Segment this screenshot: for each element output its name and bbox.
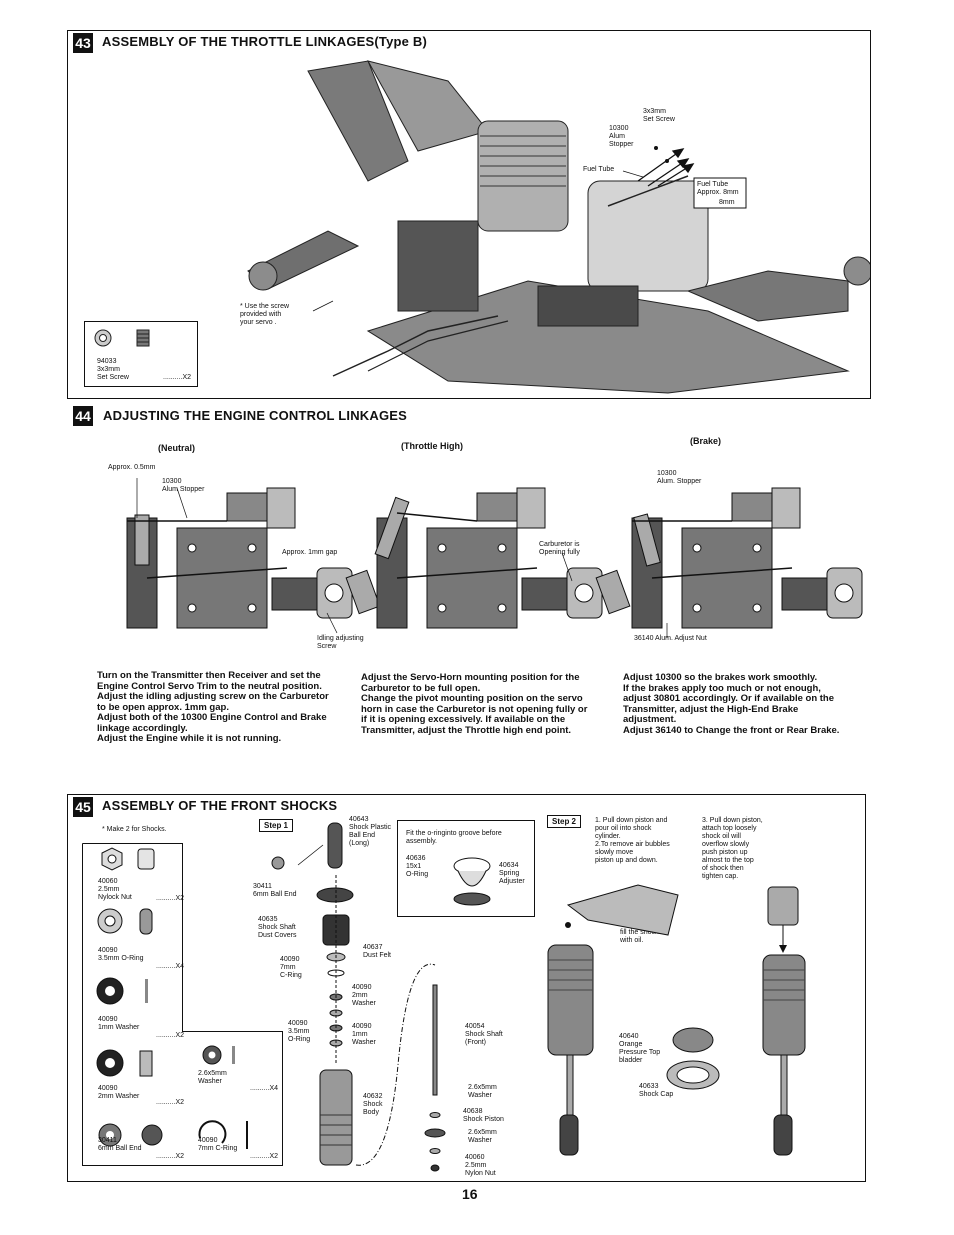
paragraph-brake-line: Transmitter, adjust the High-End Brake <box>623 703 799 715</box>
paragraph-brake: Adjust 10300 so the brakes work smoothly… <box>623 672 840 736</box>
paragraph-brake-line: If the brakes apply too much or not enou… <box>623 682 821 694</box>
section-43: 43 ASSEMBLY OF THE THROTTLE LINKAGES(Typ… <box>67 30 871 399</box>
parts-box-code: 94033 3x3mm Set Screw <box>97 358 129 381</box>
caption-neutral: (Neutral) <box>158 443 196 453</box>
part-ball-end-qty: ..........X2 <box>156 1153 185 1160</box>
step-2-label: Step 2 <box>547 815 582 828</box>
section-44-number: 44 <box>73 406 93 426</box>
page-number: 16 <box>462 1186 478 1202</box>
step-2-note-1: 1. Pull down piston and pour oil into sh… <box>595 817 670 864</box>
paragraph-brake-line: adjust 30801 accordingly. Or if availabl… <box>623 693 835 704</box>
paragraph-brake-line: Adjust 10300 so the brakes work smoothly… <box>623 672 818 683</box>
part-26-washer: 2.6x5mm Washer <box>198 1070 227 1085</box>
label-fuel-tube: Fuel Tube <box>583 166 615 173</box>
paragraph-neutral-line: linkage accordingly. <box>97 722 188 734</box>
paragraph-throttle-line: Carburetor to be full open. <box>361 682 481 694</box>
label-adjust-nut: 36140 Alum. Adjust Nut <box>634 635 707 642</box>
label-fuel-tube-length: Fuel Tube Approx. 8mm <box>697 181 739 196</box>
paragraph-throttle-line: horn in case the Carburetor is not openi… <box>361 703 588 715</box>
caption-brake: (Brake) <box>690 436 722 446</box>
asm-ball-end-long: 40643 Shock Plastic Ball End (Long) <box>349 816 392 847</box>
part-c-ring: 40090 7mm C-Ring <box>198 1137 238 1152</box>
part-26-washer-qty: ..........X4 <box>250 1085 279 1092</box>
label-stopper-brake: 10300 Alum. Stopper <box>657 470 702 485</box>
part-o-ring-qty: ..........X4 <box>156 963 185 970</box>
asm-26-washer-b: 2.6x5mm Washer <box>468 1129 497 1144</box>
asm-shock-shaft: 40054 Shock Shaft (Front) <box>465 1023 503 1046</box>
part-nylock-nut: 40060 2.5mm Nylock Nut <box>98 878 132 901</box>
asm-dust-cover: 40635 Shock Shaft Dust Covers <box>258 916 297 939</box>
asm-shock-piston: 40638 Shock Piston <box>463 1108 504 1123</box>
step-2-bladder: 40640 Orange Pressure Top bladder <box>619 1033 661 1064</box>
part-2mm-washer: 40090 2mm Washer <box>98 1085 140 1100</box>
caption-throttle-high: (Throttle High) <box>401 441 463 451</box>
nut-icon <box>94 329 150 347</box>
parts-box-outline <box>82 843 283 1166</box>
asm-2mm-washer: 40090 2mm Washer <box>352 984 376 1007</box>
part-c-ring-qty: ..........X2 <box>250 1153 279 1160</box>
section-43-number: 43 <box>73 33 93 53</box>
part-1mm-washer: 40090 1mm Washer <box>98 1016 140 1031</box>
asm-dust-felt: 40637 Dust Felt <box>363 944 392 959</box>
section-45: 45 ASSEMBLY OF THE FRONT SHOCKS * Make 2… <box>67 794 866 1182</box>
paragraph-neutral-line: Engine Control Servo Trim to the neutral… <box>97 680 322 692</box>
step-2-cap: 40633 Shock Cap <box>639 1083 674 1098</box>
step-1-label: Step 1 <box>259 819 294 832</box>
label-8mm: 8mm <box>719 199 735 206</box>
fit-o-ring: 40636 15x1 O-Ring <box>406 855 429 878</box>
engine-control-illustrations <box>126 478 863 638</box>
section-44-title: ADJUSTING THE ENGINE CONTROL LINKAGES <box>103 408 408 423</box>
part-1mm-washer-qty: ..........X2 <box>156 1032 185 1039</box>
paragraph-neutral-line: to be open approx. 1mm gap. <box>97 701 229 713</box>
part-2mm-washer-qty: ..........X2 <box>156 1099 185 1106</box>
label-idle-screw: Idling adjusting Screw <box>317 635 364 650</box>
paragraph-brake-line: Adjust 36140 to Change the front or Rear… <box>623 724 840 736</box>
label-approx-05: Approx. 0.5mm <box>108 464 156 471</box>
make-2-note: * Make 2 for Shocks. <box>102 826 167 833</box>
paragraph-throttle: Adjust the Servo-Horn mounting position … <box>361 672 588 736</box>
paragraph-brake-line: adjustment. <box>623 714 677 725</box>
section-43-title: ASSEMBLY OF THE THROTTLE LINKAGES(Type B… <box>102 34 428 49</box>
label-carb-open: Carburetor is Opening fully <box>539 541 580 556</box>
fit-o-ring-box: Fit the o-ringinto groove before assembl… <box>397 820 535 917</box>
paragraph-throttle-line: Adjust the Servo-Horn mounting position … <box>361 672 580 683</box>
paragraph-neutral: Turn on the Transmitter then Receiver an… <box>97 670 329 745</box>
asm-shock-body: 40632 Shock Body <box>363 1093 383 1116</box>
throttle-linkage-illustration <box>247 60 870 394</box>
section-43-parts-box: 94033 3x3mm Set Screw ..........X2 <box>84 321 198 387</box>
asm-26-washer-a: 2.6x5mm Washer <box>468 1084 497 1099</box>
spring-adjuster-icon <box>453 857 491 906</box>
fit-spring-adjuster: 40634 Spring Adjuster <box>499 862 525 885</box>
label-alum-stopper: 10300 Alum Stopper <box>609 125 634 148</box>
label-set-screw: 3x3mm Set Screw <box>643 108 675 123</box>
label-approx-1mm: Approx. 1mm gap <box>282 549 338 556</box>
label-stopper-neutral: 10300 Alum Stopper <box>162 478 205 493</box>
paragraph-throttle-line: Change the pivot mounting position on th… <box>361 693 583 704</box>
label-use-screw: * Use the screw provided with your servo… <box>240 303 290 326</box>
asm-ball-end: 30411 6mm Ball End <box>253 883 297 898</box>
paragraph-neutral-line: Turn on the Transmitter then Receiver an… <box>97 670 321 681</box>
asm-nylon-nut: 40060 2.5mm Nylon Nut <box>465 1154 496 1177</box>
paragraph-neutral-line: Adjust the Engine while it is not runnin… <box>97 733 282 744</box>
asm-1mm-washer: 40090 1mm Washer <box>352 1023 376 1046</box>
part-o-ring: 40090 3.5mm O-Ring <box>98 947 144 962</box>
paragraph-throttle-line: if it is opening excessively. If availab… <box>361 714 566 725</box>
paragraph-neutral-line: Adjust the idling adjusting screw on the… <box>97 691 329 702</box>
section-45-number: 45 <box>73 797 93 817</box>
paragraph-neutral-line: Adjust both of the 10300 Engine Control … <box>97 712 327 723</box>
part-nylock-qty: ..........X2 <box>156 895 185 902</box>
step-2-fill: fill the shocks with oil. <box>620 929 663 944</box>
parts-box-qty: ..........X2 <box>163 374 192 381</box>
section-45-title: ASSEMBLY OF THE FRONT SHOCKS <box>102 798 338 813</box>
asm-c-ring: 40090 7mm C-Ring <box>280 956 302 979</box>
step-2-note-3: 3. Pull down piston, attach top loosely … <box>702 817 763 880</box>
part-ball-end: 30411 6mm Ball End <box>98 1137 142 1152</box>
asm-o-ring: 40090 3.5mm O-Ring <box>288 1020 311 1043</box>
oil-fill-illustration <box>547 884 806 1156</box>
paragraph-throttle-line: Transmitter, adjust the Throttle high en… <box>361 724 572 736</box>
section-44: 44 ADJUSTING THE ENGINE CONTROL LINKAGES… <box>67 403 869 763</box>
fit-text: Fit the o-ringinto groove before assembl… <box>406 830 502 845</box>
shock-exploded-view <box>271 822 446 1172</box>
